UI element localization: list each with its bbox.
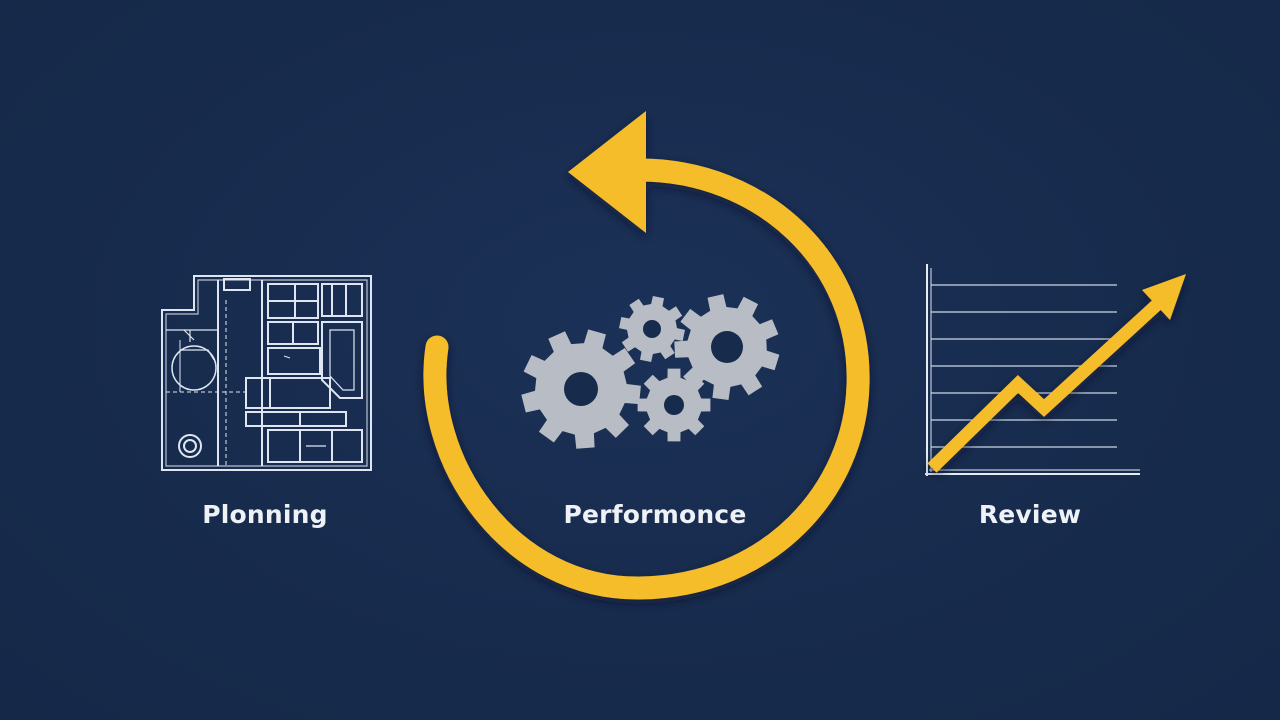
gear-large-hole (564, 372, 598, 406)
stage-label-review: Review (978, 500, 1082, 529)
gear-small-hole (664, 395, 684, 415)
gear-top-hole (643, 320, 661, 338)
rising-chart-icon (925, 264, 1186, 476)
blueprint-icon (161, 275, 372, 471)
counterclockwise-arrow-icon (423, 111, 870, 600)
trend-arrow-head (1142, 274, 1186, 320)
trend-line (927, 295, 1167, 473)
cycle-arrow-head (568, 111, 646, 233)
stage-label-performance: Performonce (563, 500, 747, 529)
cycle-arrow-arc (423, 158, 870, 600)
gear-right-hole (711, 331, 743, 363)
stage-label-planning: Plonning (202, 500, 328, 529)
gears-icon (521, 294, 780, 449)
